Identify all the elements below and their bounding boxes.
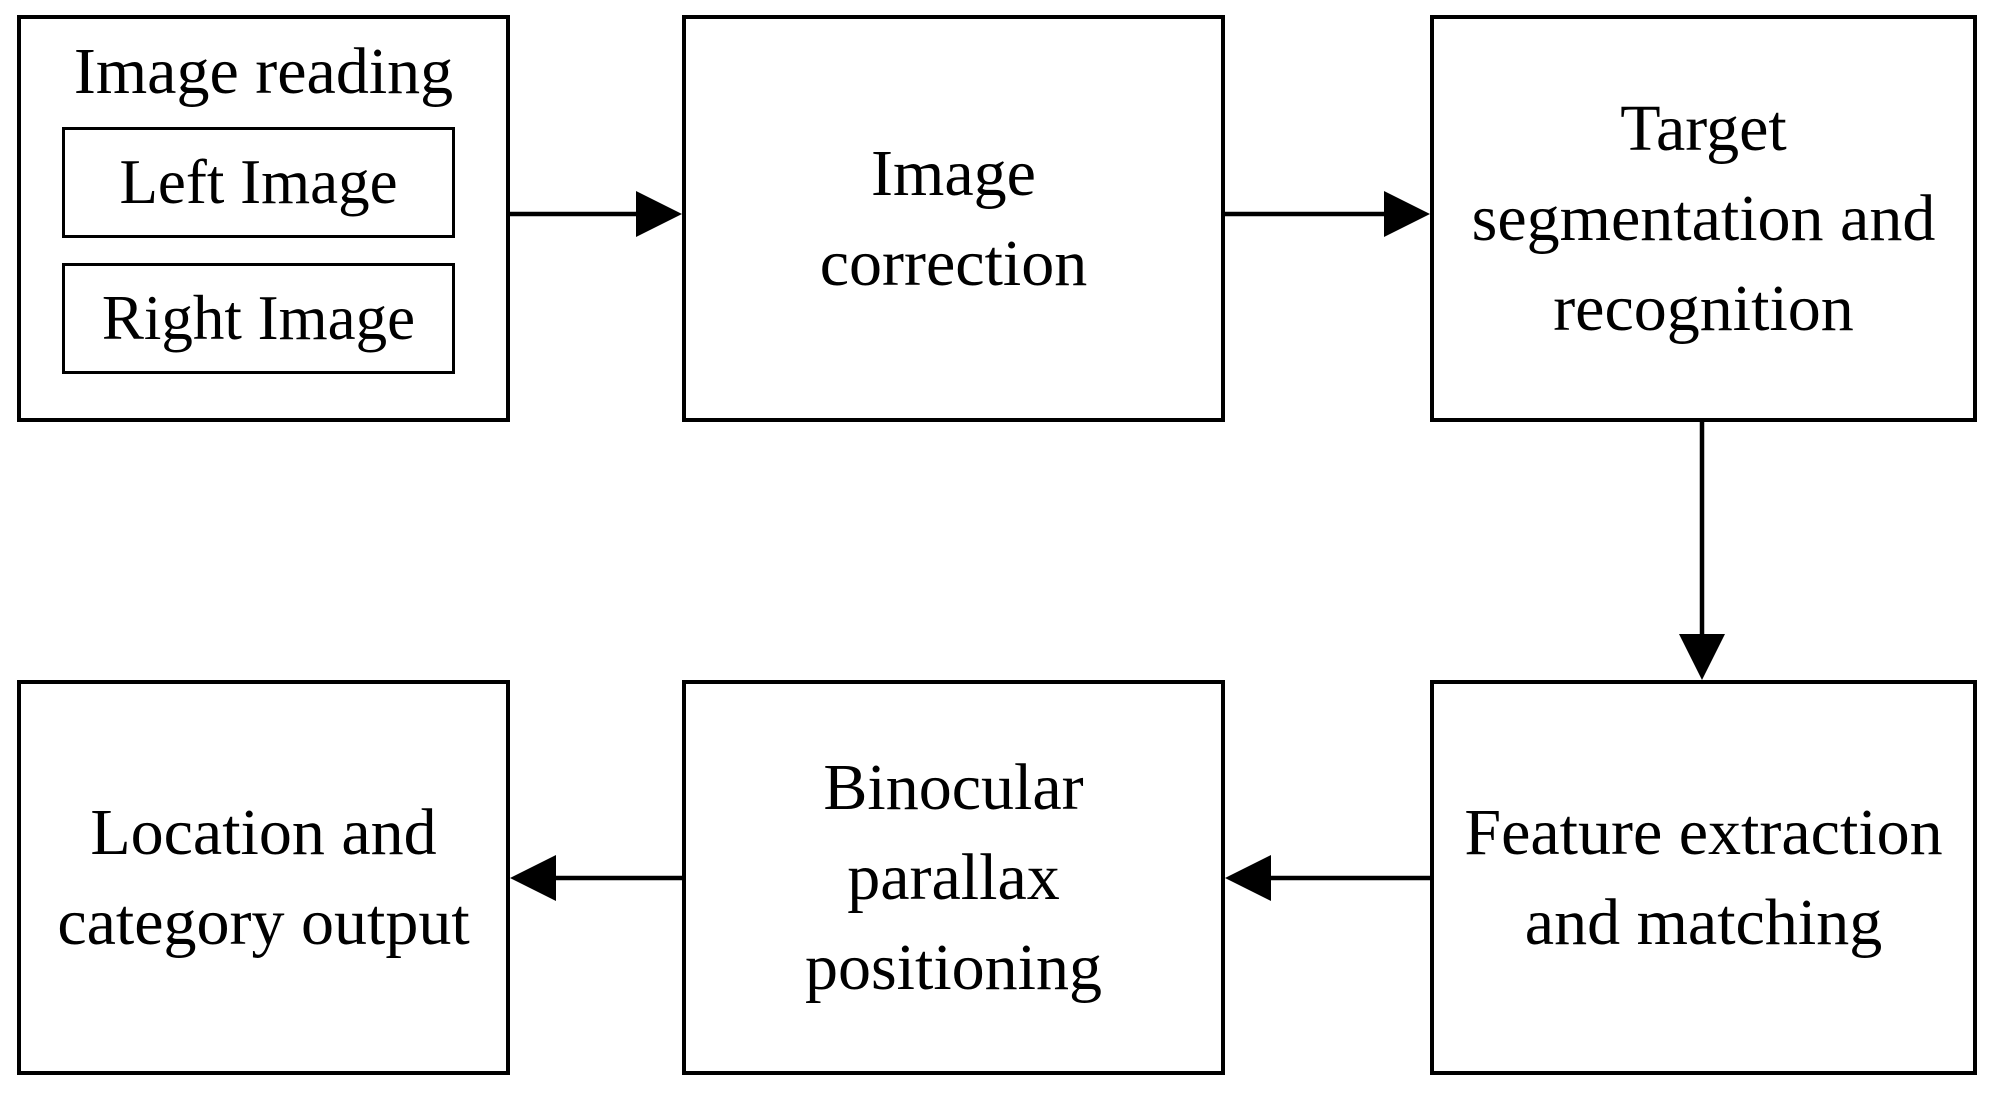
- node-left-image-label: Left Image: [119, 147, 398, 217]
- node-binocular-parallax-line-1: Binocular: [823, 750, 1084, 824]
- node-feature-extraction-line-2: and matching: [1524, 885, 1883, 959]
- node-target-segmentation-line-2: segmentation and: [1471, 181, 1936, 255]
- node-location-category-output-line-1: Location and: [90, 795, 437, 869]
- node-target-segmentation-line-3: recognition: [1553, 271, 1854, 345]
- node-image-correction-line-1: Image: [871, 136, 1036, 210]
- arrow-binocular-parallax-to-location-output: [510, 855, 682, 901]
- node-right-image: Right Image: [62, 263, 455, 374]
- node-binocular-parallax-line-3: positioning: [804, 930, 1103, 1004]
- node-target-segmentation-line-1: Target: [1620, 91, 1787, 165]
- node-location-category-output: Location and category output: [17, 680, 510, 1075]
- node-right-image-label: Right Image: [101, 283, 416, 353]
- node-location-category-output-line-2: category output: [57, 885, 470, 959]
- node-binocular-parallax: Binocular parallax positioning: [682, 680, 1225, 1075]
- node-binocular-parallax-line-2: parallax: [847, 840, 1060, 914]
- arrow-target-segmentation-to-feature-extraction: [1679, 421, 1725, 680]
- node-image-correction: Image correction: [682, 15, 1225, 422]
- node-image-reading: Image reading Left Image Right Image: [17, 15, 510, 422]
- arrow-image-correction-to-target-segmentation: [1225, 191, 1430, 237]
- node-image-correction-line-2: correction: [819, 226, 1088, 300]
- node-image-reading-title: Image reading: [73, 35, 454, 108]
- node-feature-extraction-line-1: Feature extraction: [1464, 795, 1943, 869]
- node-left-image: Left Image: [62, 127, 455, 238]
- arrow-image-reading-to-image-correction: [510, 191, 682, 237]
- node-feature-extraction: Feature extraction and matching: [1430, 680, 1977, 1075]
- node-target-segmentation: Target segmentation and recognition: [1430, 15, 1977, 422]
- arrow-feature-extraction-to-binocular-parallax: [1225, 855, 1430, 901]
